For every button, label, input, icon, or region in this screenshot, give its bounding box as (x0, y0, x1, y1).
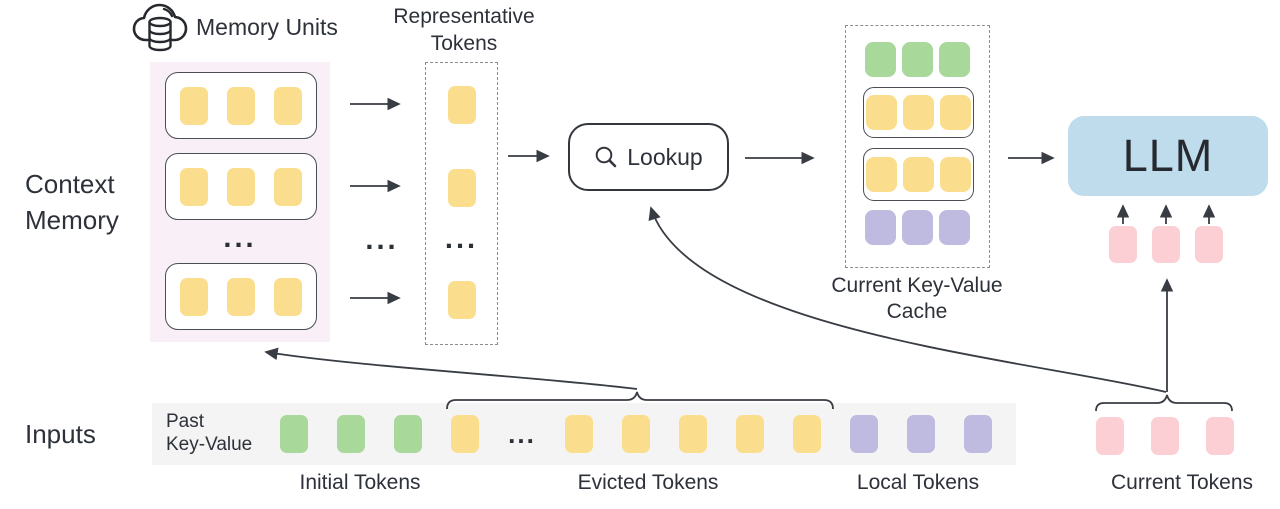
initial-tokens-label: Initial Tokens (299, 471, 421, 494)
local-tokens-label: Local Tokens (856, 471, 980, 494)
yellow-token (679, 415, 707, 453)
past-kv-line2: Key-Value (166, 434, 253, 455)
yellow-token (227, 86, 255, 125)
cache-label-line1: Current Key-Value (831, 274, 1003, 297)
arrows-ellipsis: ... (365, 224, 399, 256)
yellow-token (227, 277, 255, 316)
evicted-tokens-group-right (565, 415, 821, 453)
yellow-token (622, 415, 650, 453)
llm-box: LLM (1068, 116, 1268, 196)
representative-ellipsis: ... (444, 223, 479, 255)
yellow-token (227, 167, 255, 206)
cache-memory-unit (863, 148, 974, 201)
green-token (939, 42, 970, 77)
yellow-token (736, 415, 764, 453)
representative-tokens-box: ... (425, 62, 498, 345)
past-kv-line1: Past (166, 411, 205, 432)
pink-token (1151, 417, 1179, 455)
yellow-token (793, 415, 821, 453)
yellow-token (274, 86, 302, 125)
purple-token (902, 210, 933, 245)
cloud-database-icon (132, 3, 188, 52)
yellow-token (940, 95, 971, 130)
current-kv-cache-label: Current Key-Value Cache (817, 273, 1017, 325)
memory-unit (165, 72, 317, 139)
purple-token (907, 415, 935, 453)
brace-current-tokens (1095, 394, 1233, 412)
context-memory-line1: Context (25, 169, 115, 199)
past-kv-token-row: ... (280, 415, 992, 453)
representative-label-line2: Tokens (430, 32, 498, 55)
memory-unit (165, 263, 317, 330)
yellow-token (274, 167, 302, 206)
yellow-token (180, 167, 208, 206)
green-token (865, 42, 896, 77)
representative-token-slot (426, 169, 497, 207)
green-token (337, 415, 365, 453)
search-icon (595, 146, 617, 168)
yellow-token (447, 169, 476, 207)
evicted-tokens-label: Evicted Tokens (577, 471, 719, 494)
yellow-token (274, 277, 302, 316)
green-token (280, 415, 308, 453)
pink-token (1195, 226, 1223, 263)
representative-tokens-label: Representative Tokens (384, 3, 544, 57)
yellow-token (180, 86, 208, 125)
llm-input-tokens (1109, 226, 1223, 263)
context-memory-panel: ... (150, 62, 330, 342)
pink-token (1109, 226, 1137, 263)
cache-initial-row (846, 42, 989, 77)
green-token (394, 415, 422, 453)
cache-memory-unit (863, 87, 974, 138)
memory-units-label: Memory Units (196, 14, 338, 40)
current-tokens-label: Current Tokens (1110, 471, 1254, 494)
context-memory-line2: Memory (25, 205, 119, 235)
local-tokens-group (850, 415, 992, 453)
lookup-button: Lookup (568, 123, 729, 191)
evicted-ellipsis: ... (508, 418, 536, 449)
current-tokens-group (1096, 417, 1234, 455)
yellow-token (866, 157, 897, 192)
current-kv-cache-box (845, 25, 990, 268)
green-token (902, 42, 933, 77)
yellow-token (447, 86, 476, 124)
representative-token-slot (426, 281, 497, 319)
cache-label-line2: Cache (886, 300, 948, 323)
past-kv-strip: Past Key-Value ... (152, 403, 1016, 465)
yellow-token (180, 277, 208, 316)
initial-tokens-group (280, 415, 422, 453)
yellow-token (447, 281, 476, 319)
pink-token (1206, 417, 1234, 455)
llm-label: LLM (1122, 130, 1214, 181)
context-memory-label: Context Memory (25, 166, 119, 238)
past-kv-label: Past Key-Value (166, 410, 252, 456)
yellow-token (903, 157, 934, 192)
inputs-label: Inputs (25, 419, 96, 449)
pink-token (1152, 226, 1180, 263)
yellow-token (903, 95, 934, 130)
purple-token (964, 415, 992, 453)
yellow-token (451, 415, 479, 453)
representative-label-line1: Representative (393, 5, 535, 28)
curve-evicted-to-memory (264, 347, 638, 390)
representative-token-slot (426, 86, 497, 124)
cache-local-row (846, 210, 989, 245)
purple-token (939, 210, 970, 245)
yellow-token (940, 157, 971, 192)
memory-ellipsis: ... (223, 222, 257, 254)
pink-token (1096, 417, 1124, 455)
yellow-token (866, 95, 897, 130)
memory-unit (165, 153, 317, 220)
purple-token (865, 210, 896, 245)
yellow-token (565, 415, 593, 453)
lookup-label: Lookup (627, 143, 703, 170)
purple-token (850, 415, 878, 453)
evicted-tokens-group-left (451, 415, 479, 453)
